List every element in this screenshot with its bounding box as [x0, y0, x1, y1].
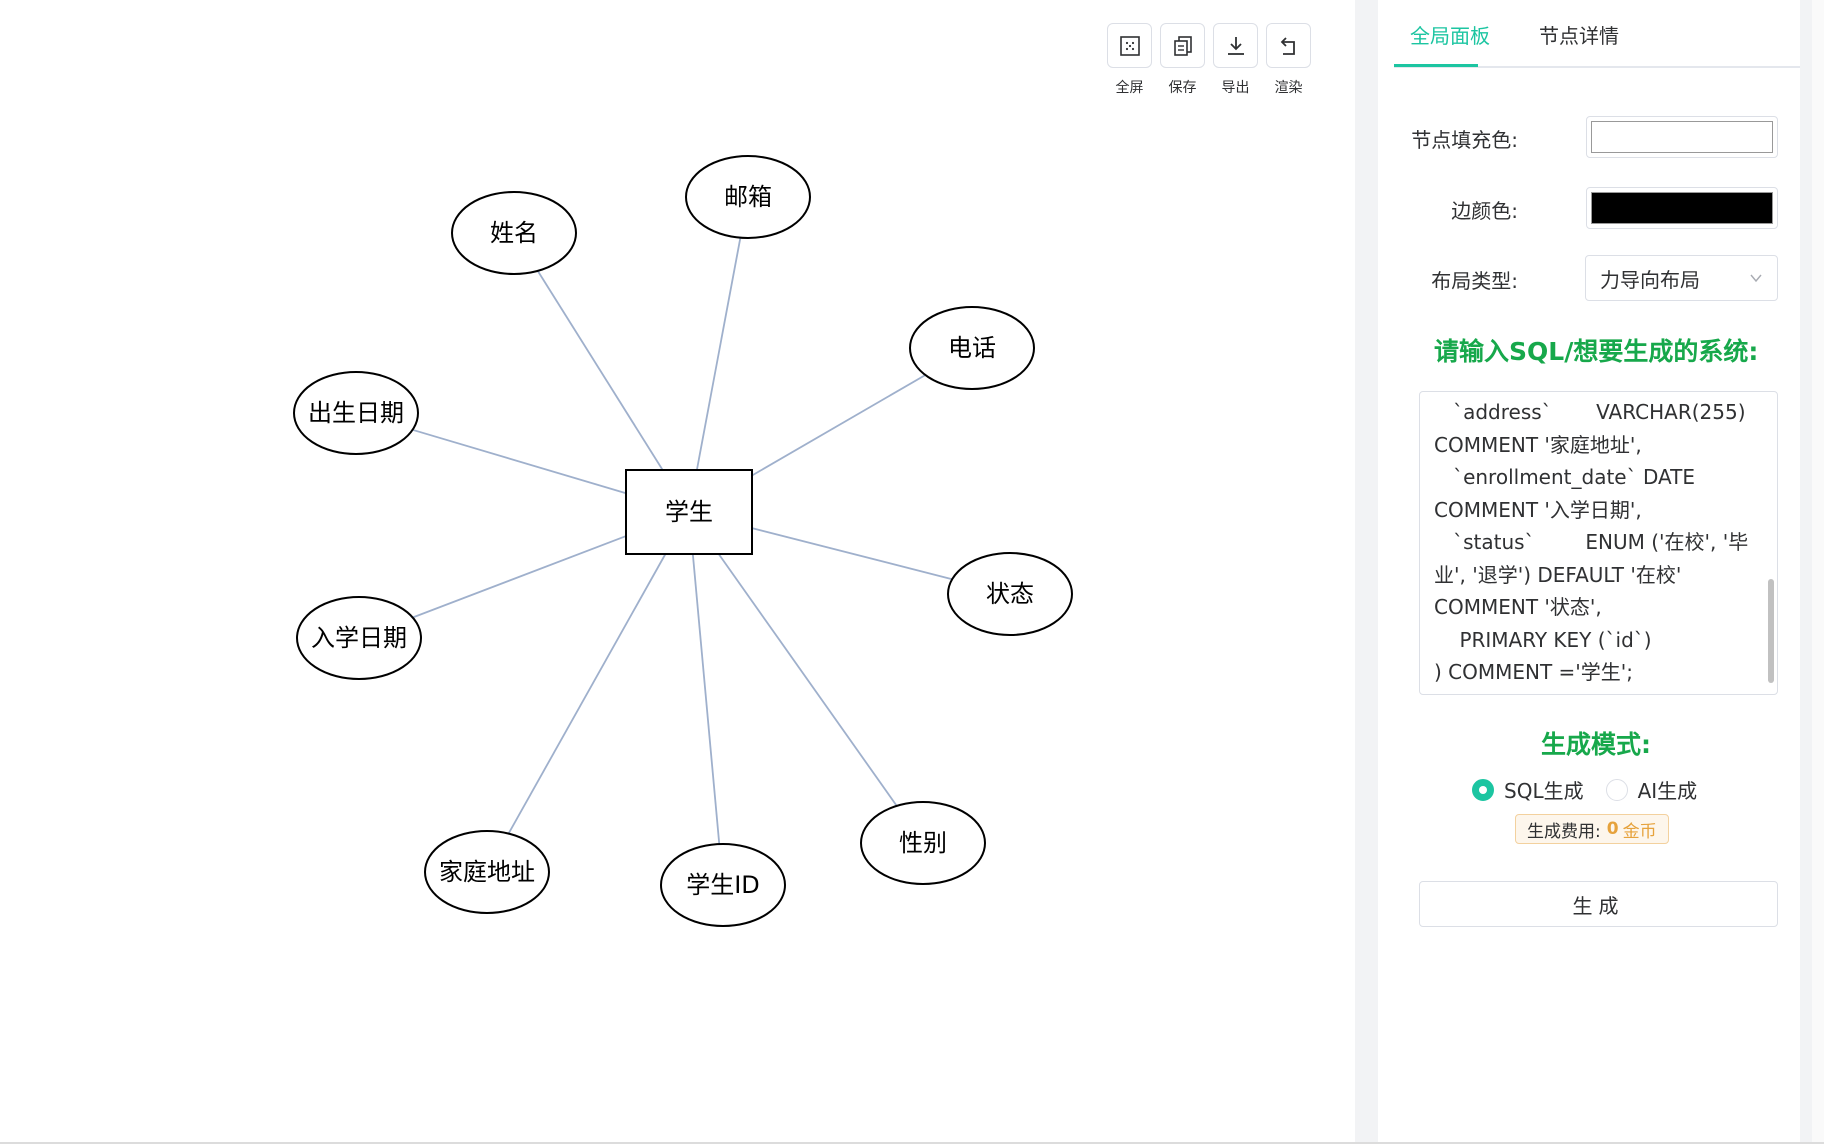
attribute-label-phone: 电话 [948, 334, 996, 362]
edge-gender [717, 553, 898, 807]
tab-global-panel[interactable]: 全局面板 [1410, 24, 1490, 48]
undo-render-icon [1280, 36, 1295, 55]
entity-node-student[interactable]: 学生 [625, 469, 753, 555]
edge-birth-date [412, 428, 627, 495]
attribute-node-phone[interactable]: 电话 [909, 306, 1035, 390]
radio-ai-mode[interactable]: AI生成 [1605, 775, 1698, 804]
cost-unit: 金币 [1622, 821, 1657, 842]
attribute-node-gender[interactable]: 性别 [860, 801, 986, 885]
edge-status [751, 527, 953, 581]
fullscreen-button[interactable]: 全屏 [1106, 23, 1153, 97]
cost-badge: 生成费用: 0 金币 [1515, 814, 1669, 844]
export-label: 导出 [1221, 80, 1250, 96]
entity-label: 学生 [665, 498, 713, 526]
radio-ai-circle [1605, 778, 1628, 801]
edge-address [507, 553, 667, 835]
sql-input-value: `address` VARCHAR(255) COMMENT '家庭地址', `… [1434, 400, 1749, 684]
border-color-picker[interactable] [1586, 187, 1778, 229]
fill-color-swatch [1591, 121, 1773, 153]
attribute-node-enroll-date[interactable]: 入学日期 [296, 596, 422, 680]
panel-tabs: 全局面板 节点详情 [1394, 0, 1800, 68]
cost-label: 生成费用: [1527, 821, 1601, 842]
render-button[interactable]: 渲染 [1265, 23, 1312, 97]
attribute-node-status[interactable]: 状态 [947, 552, 1073, 636]
edge-student-id [691, 553, 721, 845]
fill-color-picker[interactable] [1586, 116, 1778, 158]
attribute-node-birth-date[interactable]: 出生日期 [293, 371, 419, 455]
export-button[interactable]: 导出 [1212, 23, 1259, 97]
attribute-label-enroll-date: 入学日期 [311, 624, 407, 652]
edge-email [695, 237, 742, 471]
save-label: 保存 [1168, 80, 1197, 96]
side-panel: 全局面板 节点详情 节点填充色: 边颜色: 布局类型: 力导向布局 请输入SQL… [1378, 0, 1800, 1142]
border-color-label: 边颜色: [1451, 199, 1518, 223]
attribute-label-birth-date: 出生日期 [308, 399, 404, 427]
attribute-label-gender: 性别 [899, 829, 947, 857]
fullscreen-label: 全屏 [1115, 80, 1144, 96]
diagram-toolbar: 全屏 保存 导出 [1106, 23, 1312, 97]
edge-name [536, 270, 664, 471]
copy-save-icon [1173, 35, 1192, 56]
generate-button[interactable]: 生成 [1419, 881, 1778, 927]
bottom-divider [0, 1142, 1824, 1144]
attribute-label-student-id: 学生ID [686, 871, 760, 899]
layout-type-label: 布局类型: [1431, 269, 1518, 293]
border-color-swatch [1591, 192, 1773, 224]
chevron-down-icon [1750, 274, 1762, 283]
radio-sql-mode[interactable]: SQL生成 [1472, 775, 1584, 804]
save-button[interactable]: 保存 [1159, 23, 1206, 97]
fullscreen-icon [1119, 35, 1140, 56]
attribute-label-address: 家庭地址 [439, 858, 535, 886]
mode-heading: 生成模式: [1541, 730, 1651, 759]
sql-input-heading: 请输入SQL/想要生成的系统: [1434, 337, 1759, 366]
page-scrollbar[interactable] [1812, 0, 1824, 1142]
download-export-icon [1227, 36, 1244, 55]
radio-sql-circle [1472, 778, 1494, 801]
fill-color-label: 节点填充色: [1411, 128, 1518, 152]
attribute-label-email: 邮箱 [724, 183, 772, 211]
attribute-label-name: 姓名 [490, 219, 538, 247]
layout-type-select[interactable]: 力导向布局 [1585, 255, 1778, 301]
layout-type-value: 力导向布局 [1600, 267, 1700, 292]
attribute-node-address[interactable]: 家庭地址 [424, 830, 550, 914]
active-tab-indicator [1394, 64, 1478, 67]
radio-ai-label: AI生成 [1637, 779, 1698, 803]
cost-amount: 0 [1606, 819, 1619, 839]
attribute-node-email[interactable]: 邮箱 [685, 155, 811, 239]
radio-sql-label: SQL生成 [1504, 779, 1584, 803]
render-label: 渲染 [1274, 80, 1303, 96]
attribute-label-status: 状态 [986, 580, 1034, 608]
sql-scrollbar[interactable] [1768, 579, 1774, 683]
attribute-node-name[interactable]: 姓名 [451, 191, 577, 275]
diagram-canvas[interactable]: 邮箱姓名电话出生日期状态入学日期性别家庭地址 学生ID 学生 全屏 [0, 0, 1355, 1142]
attribute-node-student-id[interactable]: 学生ID [660, 843, 786, 927]
mode-radio-group: SQL生成 AI生成 [1472, 775, 1719, 804]
edge-enroll-date [412, 535, 627, 619]
sql-input-textarea[interactable]: `address` VARCHAR(255) COMMENT '家庭地址', `… [1419, 391, 1778, 695]
edge-phone [751, 374, 926, 477]
tab-node-details[interactable]: 节点详情 [1539, 24, 1619, 48]
